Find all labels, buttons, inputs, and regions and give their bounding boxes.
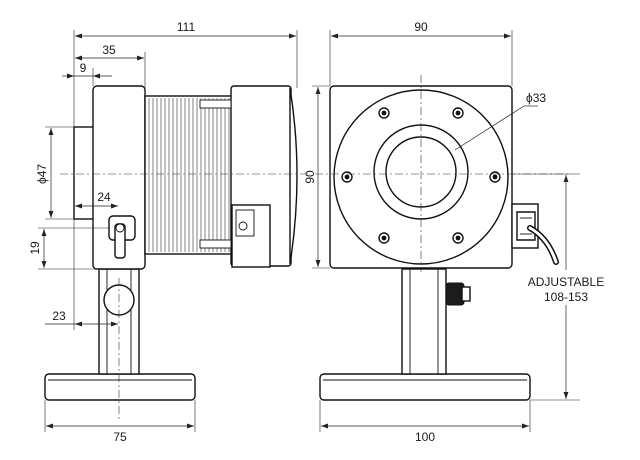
front-post — [401, 268, 447, 375]
bolt — [378, 232, 390, 244]
note-adjustable-line2: 108-153 — [544, 290, 588, 304]
side-connector-screw — [238, 221, 248, 231]
bolt — [489, 171, 501, 183]
bolt — [341, 171, 353, 183]
dim-housing-height: 90 — [303, 170, 317, 184]
side-view — [44, 85, 298, 401]
front-base-plate — [319, 373, 531, 401]
side-rear-cap — [289, 87, 298, 265]
side-heat-sink — [144, 95, 236, 255]
dim-front-offset: 35 — [102, 43, 116, 57]
note-adjustable-line1: ADJUSTABLE — [528, 275, 604, 289]
dim-face-step: 9 — [80, 61, 87, 75]
dim-housing-width: 90 — [414, 20, 428, 34]
dim-overall-length: 111 — [177, 20, 196, 34]
dim-lever-offset: 24 — [97, 190, 111, 204]
dimension-lines — [38, 30, 580, 432]
dim-post-offset: 23 — [52, 309, 66, 323]
dim-base-width: 100 — [415, 430, 435, 444]
side-heat-sink-fins — [148, 98, 230, 252]
bolt — [452, 232, 464, 244]
front-flange-bolts — [341, 107, 501, 244]
front-lock-knob — [445, 282, 465, 306]
bolt — [378, 107, 390, 119]
front-view — [319, 85, 559, 401]
dimension-labels: 111 35 9 ϕ47 24 19 23 75 90 90 ϕ33 ADJUS… — [28, 20, 604, 444]
dim-aperture-diameter: ϕ33 — [526, 91, 546, 105]
bolt — [452, 107, 464, 119]
side-base-plate — [44, 373, 196, 401]
front-connector — [511, 203, 559, 265]
dim-lens-diameter: ϕ47 — [35, 164, 49, 184]
dim-base-depth: 75 — [113, 430, 127, 444]
dim-lever-height: 19 — [28, 241, 42, 255]
